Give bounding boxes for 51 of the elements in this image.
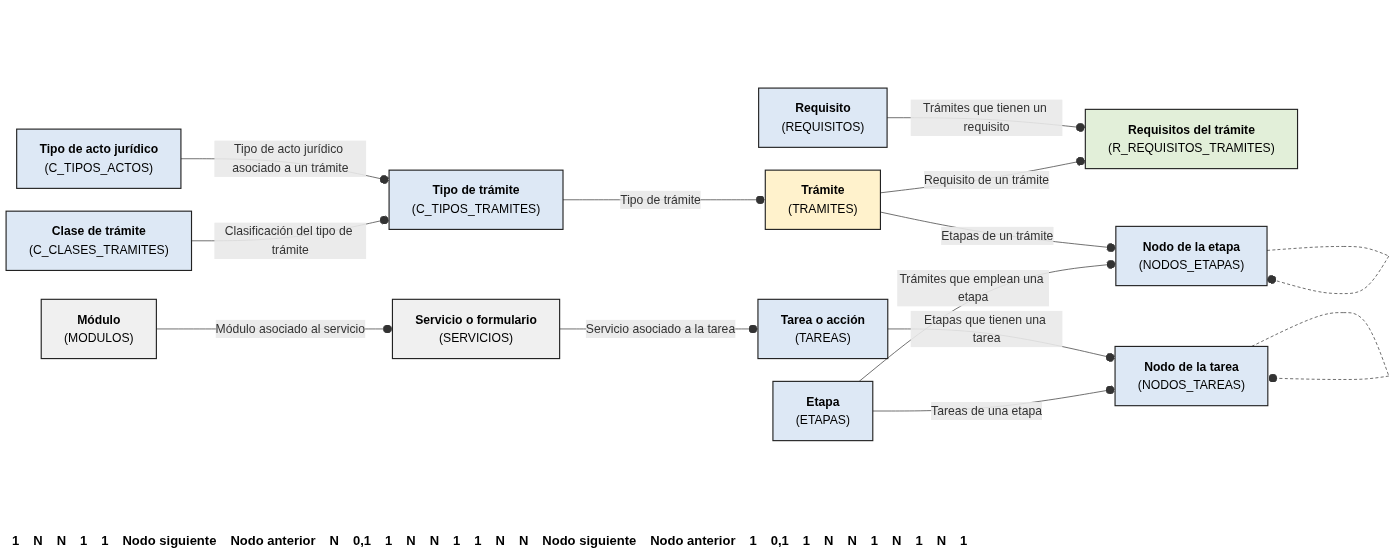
edge-label: Requisito de un trámite [924, 173, 1050, 187]
diagram-label: 1 [80, 533, 88, 548]
diagram-label: 1 [453, 533, 461, 548]
edge-label: Etapas que tienen una tarea [924, 313, 1046, 345]
diagram-label: 0,1 [353, 533, 372, 548]
edge-label: Tipo de acto jurídico asociado a un trámite [232, 142, 349, 175]
diagram-label: 1 [101, 533, 109, 548]
diagram-label: 1 [385, 533, 393, 548]
edge-label: Clasificación del tipo de trámite [224, 224, 353, 257]
edge-label: Módulo asociado al servicio [215, 322, 365, 336]
diagram-label: Nodo siguiente [122, 533, 217, 548]
node-box: Requisitos del trámite (R_REQUISITOS_TRAMITES) [1084, 108, 1299, 170]
diagram-label: N [329, 533, 339, 548]
node-box: Servicio o formulario (SERVICIOS) [391, 298, 561, 360]
diagram-label: N [429, 533, 440, 548]
diagram-label: 1 [802, 533, 810, 548]
node-box: Nodo de la tarea (NODOS_TAREAS) [1114, 346, 1269, 407]
diagram-label: 1 [474, 533, 482, 548]
diagram-label: Nodo siguiente [542, 533, 637, 548]
edge-label: Servicio asociado a la tarea [585, 322, 736, 336]
edge-label: Etapas de un trámite [941, 229, 1054, 243]
diagram-label: 1 [960, 533, 968, 548]
node-box: Módulo (MODULOS) [40, 298, 157, 360]
edge-label: Tareas de una etapa [931, 404, 1042, 418]
diagram-label: 1 [12, 533, 20, 548]
node-box: Etapa (ETAPAS) [772, 380, 874, 442]
edge-label: Tipo de trámite [620, 193, 701, 206]
node-box: Trámite (TRAMITES) [764, 169, 881, 231]
edge-label: Trámites que emplean una etapa [899, 272, 1044, 304]
diagram-label: N [892, 533, 902, 548]
diagram-label: Nodo anterior [650, 533, 736, 548]
diagram-label: 1 [870, 533, 879, 548]
diagram-label: Nodo anterior [230, 533, 316, 548]
diagram-label: N [847, 533, 857, 548]
diagram-label: 1 [915, 533, 923, 548]
diagram-label: N [936, 533, 947, 548]
diagram-label: N [33, 533, 43, 548]
diagram-label: N [406, 533, 416, 548]
node-box: Tipo de trámite (C_TIPOS_TRAMITES) [388, 169, 564, 231]
diagram-label: N [495, 533, 505, 548]
node-box: Tipo de acto jurídico (C_TIPOS_ACTOS) [16, 128, 182, 190]
node-box: Requisito (REQUISITOS) [758, 87, 888, 149]
diagram-label: 0,1 [770, 533, 789, 548]
node-box: Nodo de la etapa (NODOS_ETAPAS) [1115, 225, 1268, 287]
edge-label: Trámites que tienen un requisito [922, 101, 1047, 134]
diagram-label: N [824, 533, 834, 548]
node-box: Tarea o acción (TAREAS) [757, 298, 889, 360]
diagram-label: N [518, 533, 529, 548]
diagram-label: 1 [749, 533, 757, 548]
node-box: Clase de trámite (C_CLASES_TRAMITES) [5, 210, 193, 272]
diagram-label: N [56, 533, 66, 548]
